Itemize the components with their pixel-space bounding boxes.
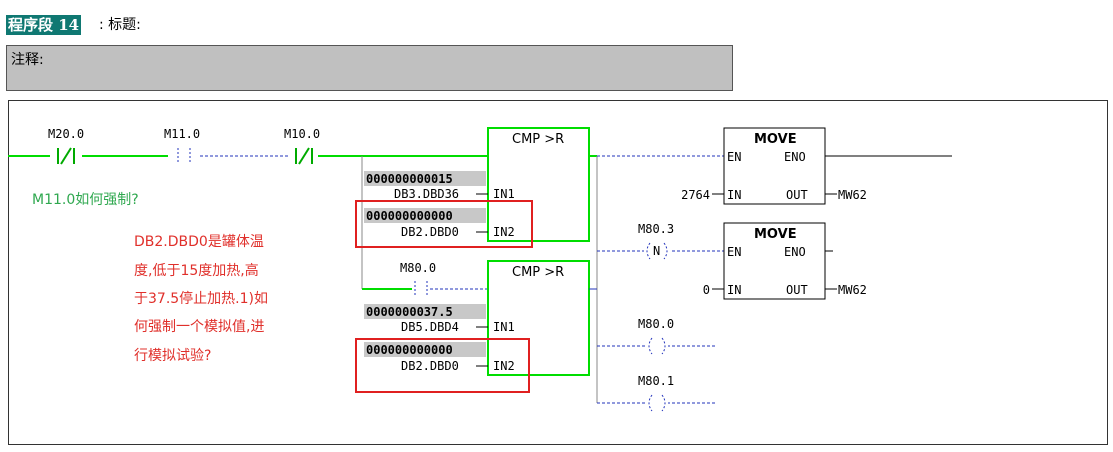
cmp2-in2-label: IN2: [493, 359, 515, 373]
coil-m80-1[interactable]: M80.1: [638, 374, 674, 412]
contact-m80-0-mid[interactable]: M80.0: [400, 261, 436, 297]
cmp2-in2-value: 000000000000: [366, 343, 453, 357]
title-label: : 标题:: [99, 17, 141, 33]
move2-out: OUT: [786, 283, 808, 297]
note-red-line-5: 行模拟试验?: [134, 348, 211, 364]
move2-title: MOVE: [754, 227, 797, 242]
coil-m80-0-label: M80.0: [638, 317, 674, 331]
move2-eno: ENO: [784, 245, 806, 259]
cmp1-in2-addr: DB2.DBD0: [401, 225, 459, 239]
contact-m80-0-mid-label: M80.0: [400, 261, 436, 275]
note-red-line-1: DB2.DBD0是罐体温: [134, 234, 264, 250]
annotation-box-1: [355, 200, 533, 248]
contact-m20-0-label: M20.0: [48, 127, 84, 141]
cmp2-in1-addr: DB5.DBD4: [401, 320, 459, 334]
cmp1-in1-value: 000000000015: [366, 172, 453, 186]
note-red-line-4: 何强制一个模拟值,进: [134, 319, 264, 335]
cmp2-in2-addr: DB2.DBD0: [401, 359, 459, 373]
cmp2-in1-value: 0000000037.5: [366, 305, 453, 319]
move2-in: IN: [727, 283, 741, 297]
coil-m80-3[interactable]: M80.3 N: [638, 222, 674, 260]
contact-m20-0[interactable]: M20.0: [48, 127, 84, 165]
coil-m80-3-symbol: N: [653, 244, 660, 258]
cmp-block-2-title: CMP >R: [512, 265, 564, 280]
move1-in: IN: [727, 188, 741, 202]
contact-m10-0-label: M10.0: [284, 127, 320, 141]
coil-m80-0[interactable]: M80.0: [638, 317, 674, 355]
coil-m80-3-label: M80.3: [638, 222, 674, 236]
comment-label: 注释:: [11, 52, 44, 68]
cmp1-in2-label: IN2: [493, 225, 515, 239]
comment-box[interactable]: 注释:: [6, 45, 733, 91]
cmp1-in1-addr: DB3.DBD36: [394, 187, 459, 201]
move-block-2[interactable]: MOVE EN ENO IN OUT 0 MW62: [703, 222, 867, 300]
move1-in-value: 2764: [681, 188, 710, 202]
cmp1-in1-label: IN1: [493, 187, 515, 201]
move1-out-value: MW62: [838, 188, 867, 202]
network-area[interactable]: [8, 100, 1108, 445]
contact-m11-0[interactable]: M11.0: [164, 127, 200, 164]
contact-m10-0[interactable]: M10.0: [284, 127, 320, 165]
cmp-block-2[interactable]: CMP >R 0000000037.5 DB5.DBD4 IN1 0000000…: [364, 260, 590, 376]
move2-out-value: MW62: [838, 283, 867, 297]
coil-m80-1-label: M80.1: [638, 374, 674, 388]
contact-m11-0-label: M11.0: [164, 127, 200, 141]
cmp-block-1[interactable]: CMP >R 000000000015 DB3.DBD36 IN1 000000…: [364, 127, 590, 242]
move1-en: EN: [727, 150, 741, 164]
note-green: M11.0如何强制?: [32, 192, 139, 208]
move-block-1[interactable]: MOVE EN ENO IN OUT 2764 MW62: [681, 127, 952, 205]
annotation-box-2: [355, 338, 530, 393]
segment-title[interactable]: 程序段 14: [6, 15, 82, 35]
move2-in-value: 0: [703, 283, 710, 297]
move1-out: OUT: [786, 188, 808, 202]
move2-en: EN: [727, 245, 741, 259]
note-red-line-2: 度,低于15度加热,高: [134, 262, 259, 279]
move1-eno: ENO: [784, 150, 806, 164]
note-red: DB2.DBD0是罐体温 度,低于15度加热,高 于37.5停止加热.1)如 何…: [134, 234, 268, 364]
cmp1-in2-value: 000000000000: [366, 209, 453, 223]
cmp2-in1-label: IN1: [493, 320, 515, 334]
note-red-line-3: 于37.5停止加热.1)如: [134, 290, 268, 307]
move1-title: MOVE: [754, 132, 797, 147]
cmp-block-1-title: CMP >R: [512, 132, 564, 147]
